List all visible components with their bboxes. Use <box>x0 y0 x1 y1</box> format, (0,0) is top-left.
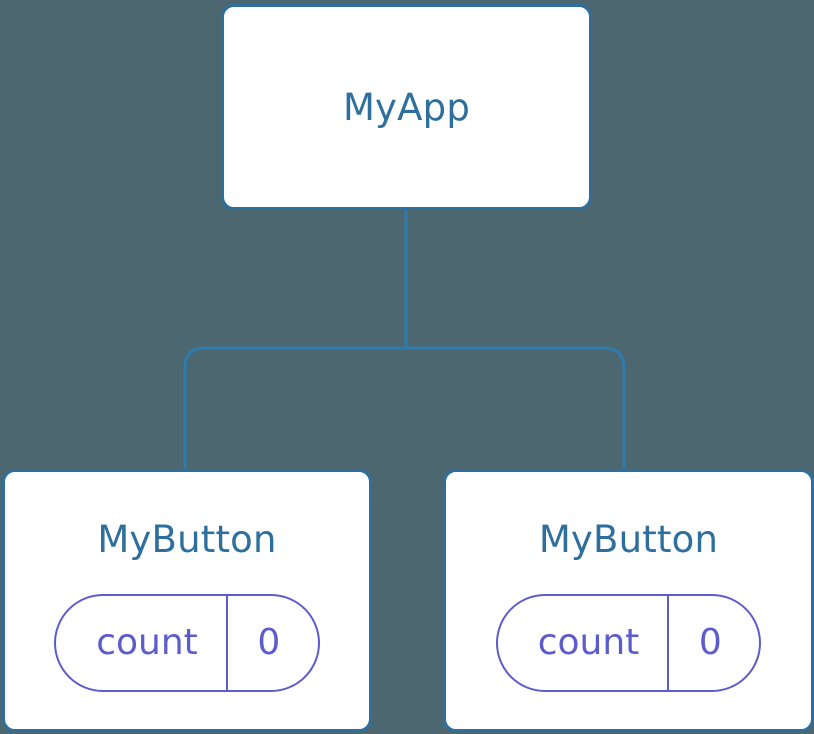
node-mybutton-2-title: MyButton <box>538 518 719 561</box>
state-value-label: 0 <box>698 622 722 663</box>
state-pill-count-1[interactable]: count 0 <box>54 594 320 692</box>
node-mybutton-1-title: MyButton <box>97 518 277 561</box>
node-mybutton-1[interactable]: MyButton count 0 <box>2 469 372 732</box>
edge-to-child-2 <box>406 346 626 470</box>
edge-to-child-1 <box>183 346 406 470</box>
state-pill-count-2[interactable]: count 0 <box>495 594 762 692</box>
node-myapp-title: MyApp <box>342 85 471 129</box>
state-key-label: count <box>56 596 228 690</box>
node-myapp[interactable]: MyApp <box>221 4 592 210</box>
node-mybutton-2[interactable]: MyButton count 0 <box>443 469 814 732</box>
state-value-label: 0 <box>257 622 281 663</box>
state-key-label: count <box>498 596 670 690</box>
